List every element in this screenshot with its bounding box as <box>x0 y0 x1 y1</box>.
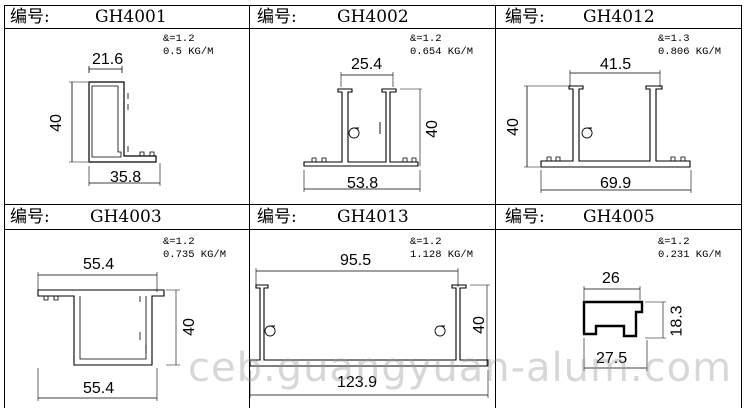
dim-bottom-gh4005: 27.5 <box>596 350 628 367</box>
dim-side-gh4003: 40 <box>180 318 198 336</box>
spec-gh4012: &=1.3 0.806 KG/M <box>658 33 721 59</box>
product-code: GH4012 <box>583 7 655 27</box>
spec-gh4001: &=1.2 0.5 KG/M <box>163 33 213 59</box>
spec-gh4002: &=1.2 0.654 KG/M <box>410 33 473 59</box>
weight-value: 1.128 KG/M <box>410 249 474 261</box>
product-code: GH4003 <box>90 207 162 227</box>
product-code: GH4002 <box>337 7 409 27</box>
weight-value: 0.654 KG/M <box>410 46 474 58</box>
weight-value: 0.806 KG/M <box>658 46 722 58</box>
weight-value: 0.735 KG/M <box>163 249 227 261</box>
dim-top-gh4005: 26 <box>602 270 620 287</box>
weight-value: 0.5 KG/M <box>163 46 214 58</box>
grid-top-border <box>4 5 742 6</box>
dim-side-gh4002: 40 <box>423 120 441 138</box>
profile-gh4013 <box>249 268 490 398</box>
code-label: 编号: <box>257 207 297 227</box>
profile-gh4005 <box>582 286 666 371</box>
dim-side-gh4001: 40 <box>47 114 65 132</box>
grid-row1-header-divider <box>4 28 742 29</box>
cell-header-gh4012: 编号: GH4012 <box>505 5 740 29</box>
thickness-value: &=1.2 <box>410 236 442 248</box>
grid-mid-divider <box>4 204 742 205</box>
product-code: GH4001 <box>95 7 167 27</box>
cell-header-gh4013: 编号: GH4013 <box>257 205 492 229</box>
product-code: GH4005 <box>583 207 655 227</box>
grid-right-border <box>741 5 742 408</box>
profile-gh4002 <box>303 72 422 192</box>
thickness-value: &=1.2 <box>163 236 195 248</box>
weight-value: 0.231 KG/M <box>658 249 722 261</box>
dim-bottom-gh4003: 55.4 <box>83 380 115 397</box>
grid-row2-header-divider <box>4 229 742 230</box>
dim-bottom-gh4002: 53.8 <box>347 175 379 192</box>
watermark: ceb.guangyuan-alum.com <box>188 345 733 391</box>
dim-top-gh4001: 21.6 <box>92 51 124 68</box>
cell-header-gh4002: 编号: GH4002 <box>257 5 492 29</box>
thickness-value: &=1.3 <box>658 33 690 45</box>
thickness-value: &=1.2 <box>163 33 195 45</box>
dim-bottom-gh4012: 69.9 <box>600 175 632 192</box>
profile-gh4012 <box>524 70 692 193</box>
dim-side-gh4012: 40 <box>504 118 522 136</box>
dim-bottom-gh4001: 35.8 <box>110 169 142 186</box>
cell-header-gh4005: 编号: GH4005 <box>505 205 740 229</box>
dim-top-gh4012: 41.5 <box>600 56 632 73</box>
code-label: 编号: <box>10 207 50 227</box>
cell-header-gh4003: 编号: GH4003 <box>10 205 245 229</box>
dim-side-gh4013: 40 <box>470 316 488 334</box>
thickness-value: &=1.2 <box>658 236 690 248</box>
profile-gh4001 <box>69 66 161 186</box>
spec-gh4013: &=1.2 1.128 KG/M <box>410 236 473 262</box>
grid-left-border <box>4 5 5 408</box>
dim-top-gh4002: 25.4 <box>351 56 383 73</box>
dim-side-gh4005: 18.3 <box>668 305 686 337</box>
profile-gh4003 <box>37 272 180 401</box>
dim-top-gh4013: 95.5 <box>340 252 372 269</box>
code-label: 编号: <box>257 7 297 27</box>
grid-col-divider-1 <box>249 5 250 408</box>
code-label: 编号: <box>10 7 50 27</box>
dim-bottom-gh4013: 123.9 <box>337 374 378 391</box>
product-code: GH4013 <box>337 207 409 227</box>
dim-top-gh4003: 55.4 <box>83 256 115 273</box>
code-label: 编号: <box>505 7 545 27</box>
spec-gh4003: &=1.2 0.735 KG/M <box>163 236 226 262</box>
code-label: 编号: <box>505 207 545 227</box>
thickness-value: &=1.2 <box>410 33 442 45</box>
spec-gh4005: &=1.2 0.231 KG/M <box>658 236 721 262</box>
cell-header-gh4001: 编号: GH4001 <box>10 5 245 29</box>
grid-col-divider-2 <box>495 5 496 408</box>
